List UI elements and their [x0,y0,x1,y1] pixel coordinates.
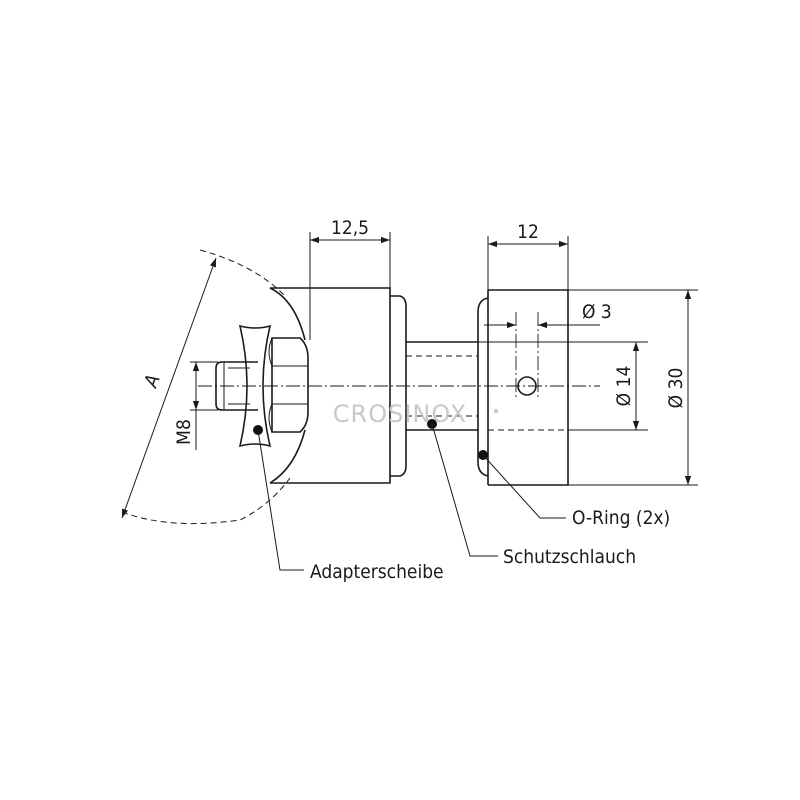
callout-o-ring-label: O-Ring (2x) [572,507,670,529]
dim-cap-label: Ø 30 [665,368,687,409]
dim-ring-width: 12,5 [309,217,391,340]
dim-cap-width: 12 [487,221,569,290]
dim-ring-width-label: 12,5 [331,217,369,239]
callout-hose-label: Schutzschlauch [503,546,636,568]
dim-thread: M8 [173,361,218,450]
dim-radius: A [121,257,217,519]
callout-adapter-label: Adapterscheibe [310,561,444,583]
watermark-dot [493,408,499,414]
adapter-disc [238,324,272,448]
dim-hole: Ø 3 [484,301,612,329]
dim-tube-label: Ø 14 [613,366,635,407]
mount-surface-arc [199,249,286,297]
dim-hole-label: Ø 3 [582,301,612,323]
dim-radius-label: A [140,372,165,391]
callout-o-ring: O-Ring (2x) [478,450,670,529]
callout-hose: Schutzschlauch [427,419,636,568]
dim-thread-label: M8 [173,419,195,445]
end-cap [477,289,569,486]
dim-cap: Ø 30 [568,289,698,486]
watermark: CROSINOX [333,400,467,428]
protective-hose [406,341,478,431]
dim-tube: Ø 14 [478,341,648,431]
dim-cap-width-label: 12 [517,221,539,243]
mount-surface-arc-lower [121,477,291,525]
callout-adapter: Adapterscheibe [253,425,444,583]
spacer-ring [269,287,407,484]
hex-nut [268,337,309,433]
